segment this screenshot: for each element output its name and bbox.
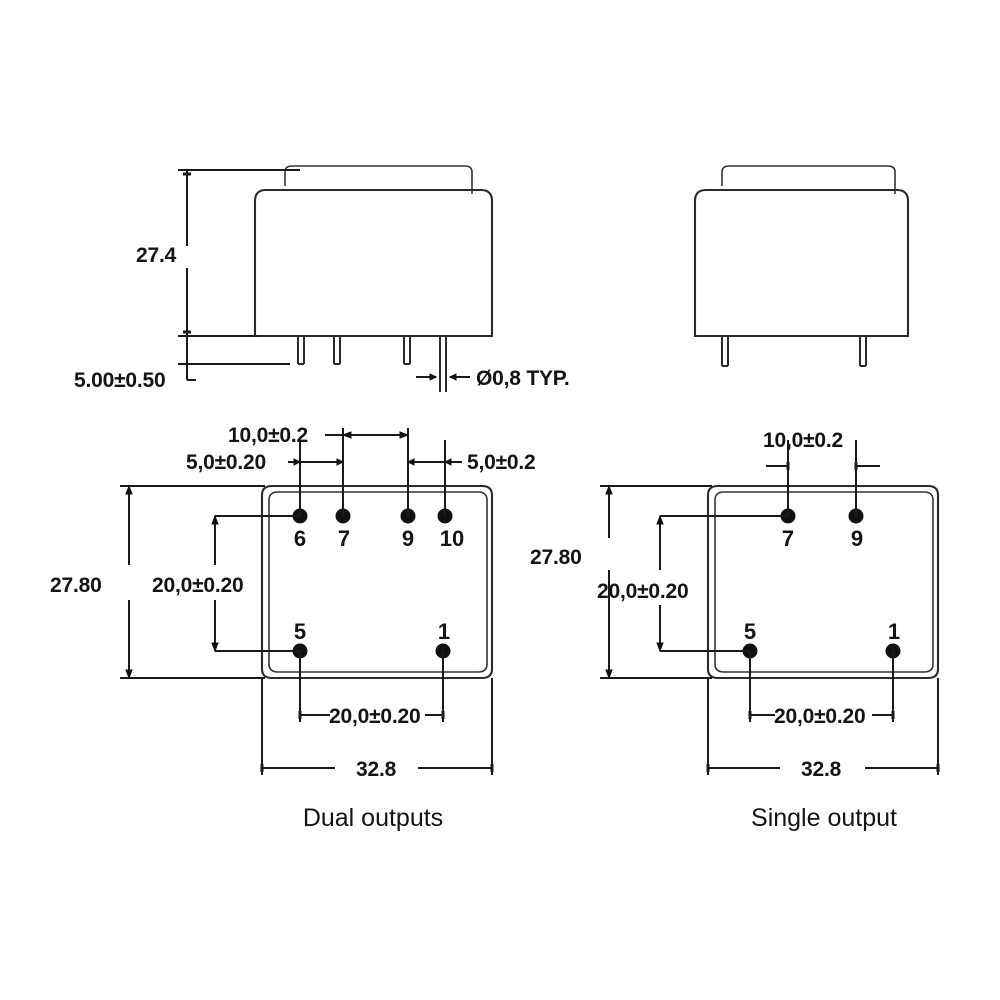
dim-pin-diameter: [416, 362, 470, 392]
pin-label-dual-top-3: 10: [440, 526, 464, 551]
plan-dual-view: [215, 428, 494, 722]
dim-elevation-height: [178, 169, 300, 337]
caption-single-output: Single output: [751, 804, 897, 832]
pin-label-dual-top-0: 6: [294, 526, 306, 551]
dim-label-dual-left-offset: 5,0±0.20: [186, 451, 266, 474]
elevation-dual-view: [253, 165, 494, 369]
dim-label-dual-horizontal-pitch: 20,0±0.20: [329, 705, 420, 728]
pin-label-dual-bottom-0: 5: [294, 619, 306, 644]
elevation-dual-body: [253, 188, 494, 338]
dim-dual-right-offset: [406, 458, 462, 466]
dim-dual-overall-height: [120, 484, 265, 680]
dim-label-single-horizontal-pitch: 20,0±0.20: [774, 705, 865, 728]
pin-label-single-bottom-1: 1: [888, 619, 900, 644]
dim-label-pin-diameter: Ø0,8 TYP.: [476, 367, 570, 390]
dim-elevation-pin-length: [178, 336, 290, 381]
dim-label-single-overall-height: 27.80: [530, 546, 582, 569]
dim-label-single-center-gap: 10,0±0.2: [763, 429, 843, 452]
dim-label-single-overall-width: 32.8: [801, 758, 842, 781]
pin-label-dual-top-2: 9: [402, 526, 414, 551]
dim-label-dual-overall-height: 27.80: [50, 574, 102, 597]
dim-label-pin-length: 5.00±0.50: [74, 369, 165, 392]
dim-dual-overall-width: [260, 678, 494, 775]
elevation-single-view: [693, 165, 910, 367]
pin-label-single-top-0: 7: [782, 526, 794, 551]
elevation-single-pins: [721, 336, 867, 367]
dim-single-overall-height: [600, 484, 712, 680]
dim-dual-horizontal-pitch: [298, 711, 445, 719]
plan-single-view: [660, 440, 940, 722]
dim-label-dual-center-gap: 10,0±0.2: [228, 424, 308, 447]
dim-label-dual-vertical-pitch: 20,0±0.20: [152, 574, 243, 597]
dim-label-dual-right-offset: 5,0±0.2: [467, 451, 536, 474]
pin-label-dual-top-1: 7: [338, 526, 350, 551]
dim-single-vertical-pitch: [656, 514, 664, 653]
plan-single-inner-outline: [714, 491, 934, 673]
plan-dual-inner-outline: [268, 491, 488, 673]
dim-dual-center-gap: [325, 431, 410, 439]
pin-label-single-top-1: 9: [851, 526, 863, 551]
elevation-single-rear-cap: [721, 165, 896, 194]
dim-label-single-vertical-pitch: 20,0±0.20: [597, 580, 688, 603]
caption-dual-outputs: Dual outputs: [303, 804, 443, 832]
plan-single-outer-outline: [706, 484, 940, 680]
pin-label-dual-bottom-1: 1: [438, 619, 450, 644]
plan-dual-outer-outline: [260, 484, 494, 680]
dim-dual-left-offset: [288, 458, 345, 466]
pin-label-single-bottom-0: 5: [744, 619, 756, 644]
dim-dual-vertical-pitch: [211, 514, 219, 653]
dim-label-elevation-height: 27.4: [136, 244, 177, 267]
elevation-dual-pins: [297, 336, 447, 369]
elevation-single-body: [693, 188, 910, 338]
dim-single-horizontal-pitch: [748, 711, 895, 719]
dim-single-center-gap: [766, 462, 880, 470]
dim-single-overall-width: [706, 678, 940, 775]
dim-label-dual-overall-width: 32.8: [356, 758, 397, 781]
